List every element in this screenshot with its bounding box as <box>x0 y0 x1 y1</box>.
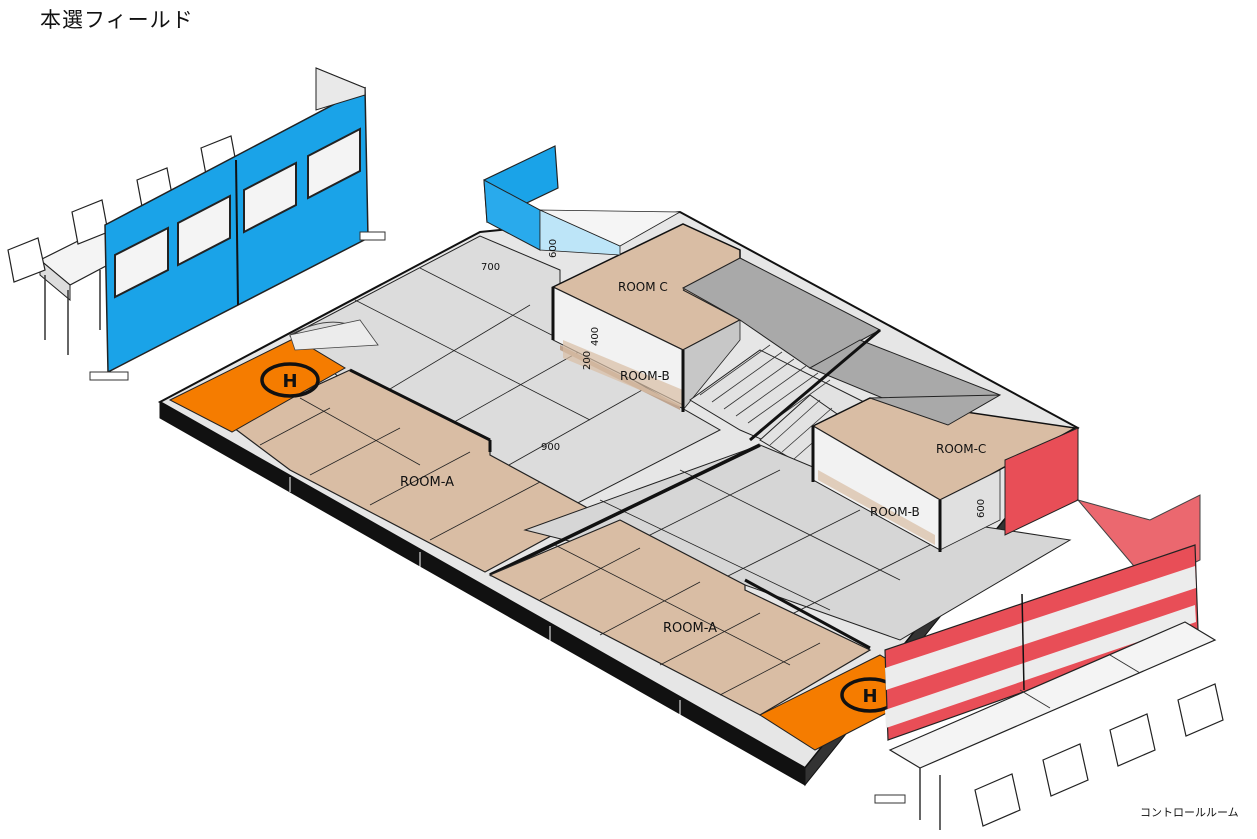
label-room-c-upper: ROOM C <box>618 280 668 294</box>
chair <box>974 773 1021 827</box>
dim-900: 900 <box>541 442 560 453</box>
blue-start-box <box>483 145 682 256</box>
label-room-b-upper: ROOM-B <box>620 369 670 383</box>
dim-400: 400 <box>590 327 601 346</box>
control-desk <box>888 621 1217 769</box>
dim-700: 700 <box>481 262 500 273</box>
label-room-c-lower: ROOM-C <box>936 442 986 456</box>
label-room-a-lower: ROOM-A <box>663 621 717 636</box>
label-room-a-upper: ROOM-A <box>400 475 454 490</box>
room-c-upper-block <box>551 223 741 412</box>
red-wall-control-room <box>874 427 1224 830</box>
room-a-upper <box>228 368 597 573</box>
helipad-circle <box>260 362 320 398</box>
chair <box>7 237 46 283</box>
helipad-letter: H <box>862 686 877 707</box>
window <box>307 127 361 200</box>
window <box>177 194 231 267</box>
chair <box>1042 743 1089 797</box>
window <box>114 226 169 299</box>
room-c-lower-block <box>811 394 1078 552</box>
floor-mid-zone <box>489 443 1072 641</box>
helipad-upper: H <box>168 319 379 433</box>
blue-wall-booth <box>7 67 386 381</box>
dim-200: 200 <box>582 351 593 370</box>
chair <box>1177 683 1224 737</box>
label-room-b-lower: ROOM-B <box>870 505 920 519</box>
dim-600-lower: 600 <box>976 499 987 518</box>
dim-600-upper: 600 <box>548 239 559 258</box>
window <box>243 161 297 234</box>
page-title: 本選フィールド <box>40 8 194 32</box>
control-room-label: コントロールルーム <box>1140 806 1239 819</box>
chair <box>1109 713 1156 767</box>
helipad-letter: H <box>282 371 297 392</box>
labels: ROOM-A ROOM-A ROOM-B ROOM-B ROOM C ROOM-… <box>400 239 987 636</box>
floor-light-zone <box>289 235 722 531</box>
